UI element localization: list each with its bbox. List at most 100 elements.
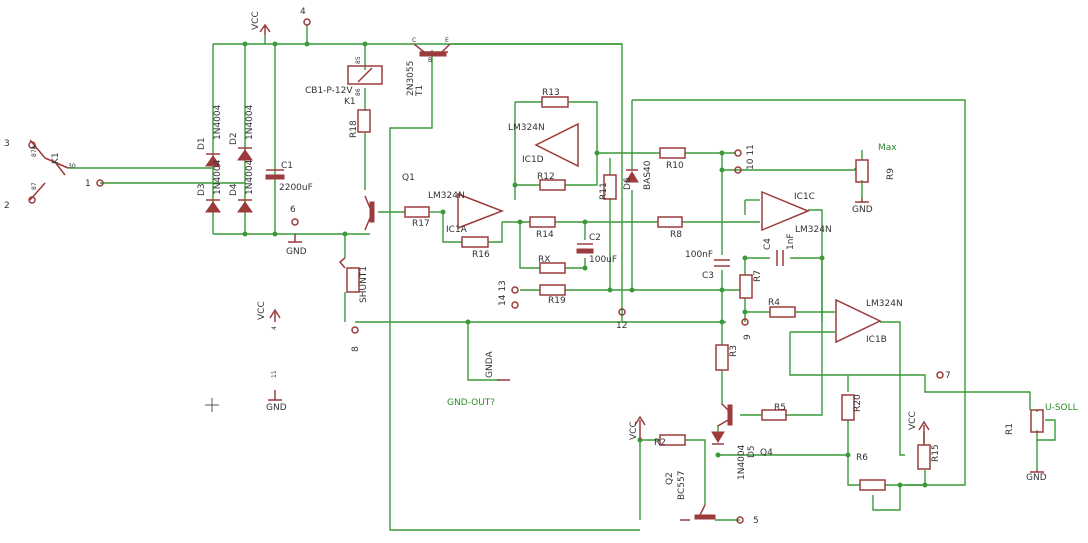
k1-label-b: K1 <box>344 97 356 107</box>
ic1b-part: LM324N <box>866 299 903 309</box>
u-soll-label: U-SOLL <box>1045 403 1078 413</box>
r16-label: R16 <box>472 250 490 260</box>
origin-crosshair <box>205 398 219 412</box>
q2-part: BC557 <box>677 471 687 500</box>
vcc-label-1: VCC <box>251 11 261 30</box>
gnd-out-label: GND-OUT? <box>447 398 495 408</box>
diode-d2 <box>237 147 253 161</box>
node-9: 9 <box>743 334 753 340</box>
r5-label: R5 <box>774 403 786 413</box>
gnd-label-2: GND <box>266 403 287 413</box>
transistor-q2 <box>680 504 716 521</box>
r17-label: R17 <box>412 219 430 229</box>
d3-label: D3 <box>197 183 207 196</box>
rx-label: RX <box>538 255 550 265</box>
r3-label: R3 <box>729 345 739 357</box>
r12-label: R12 <box>537 172 555 182</box>
r14-label: R14 <box>536 230 554 240</box>
r6-label: R6 <box>856 453 868 463</box>
vcc-symbol-1 <box>259 23 271 35</box>
node-8: 8 <box>351 346 361 352</box>
cb1-label: CB1-P-12V <box>305 86 353 96</box>
d2-part: 1N4004 <box>245 104 255 140</box>
pin-87a: 87A <box>31 144 38 157</box>
vcc-label-4: VCC <box>908 411 918 430</box>
opamp-ic1c <box>761 190 810 232</box>
pin-30: 30 <box>68 163 76 170</box>
node-12: 12 <box>616 321 627 331</box>
opamp-ic1a <box>457 192 505 230</box>
ic1b-label: IC1B <box>866 335 887 345</box>
gnd-label-1: GND <box>286 247 307 257</box>
max-label: Max <box>878 143 897 153</box>
vcc-label-3: VCC <box>629 421 639 440</box>
node-5: 5 <box>753 516 759 526</box>
ic1d-label: IC1D <box>522 155 544 165</box>
gnd-symbols <box>268 198 1044 473</box>
pin-4-supply: 4 <box>271 326 278 330</box>
gnd-label-r9: GND <box>852 205 873 215</box>
ic1c-part: LM324N <box>795 225 832 235</box>
r4-label: R4 <box>768 298 780 308</box>
transistor-q4 <box>717 403 733 427</box>
c3-value: 100nF <box>685 250 713 260</box>
diode-d6 <box>625 169 639 183</box>
c1-value: 2200uF <box>279 183 313 193</box>
c4-label: C4 <box>763 238 773 250</box>
ic1a-part: LM324N <box>428 191 465 201</box>
junctions <box>242 41 928 488</box>
ic1a-label: IC1A <box>446 225 468 235</box>
r15-label: R15 <box>931 444 941 462</box>
r20-label: R20 <box>853 394 863 412</box>
k1-label-a: K1 <box>51 152 61 164</box>
gnd-label-r1: GND <box>1026 473 1047 483</box>
r7-label: R7 <box>753 270 763 282</box>
node-6: 6 <box>290 205 296 215</box>
capacitor-c2 <box>576 243 594 254</box>
d6-part: BAS40 <box>643 160 653 190</box>
c3-label: C3 <box>702 271 714 281</box>
r8-label: R8 <box>670 230 682 240</box>
ic1d-part: LM324N <box>508 123 545 133</box>
pin-85: 85 <box>355 56 362 64</box>
capacitor-c4 <box>776 250 784 266</box>
r2-label: R2 <box>654 438 666 448</box>
c4-value: 1nF <box>786 233 796 250</box>
capacitor-c1 <box>265 169 285 180</box>
pin-86: 86 <box>355 88 362 96</box>
d2-label: D2 <box>229 132 239 145</box>
d3-part: 1N4004 <box>213 159 223 195</box>
diode-d5 <box>711 431 725 445</box>
q4-label: Q4 <box>760 448 773 458</box>
d4-label: D4 <box>229 183 239 196</box>
r11-label: R11 <box>599 182 609 200</box>
relay-k1-coil <box>347 65 383 85</box>
vcc-label-2: VCC <box>257 301 267 320</box>
transistor-q1 <box>364 195 375 231</box>
pin-87: 87 <box>31 182 38 190</box>
pin-c: C <box>412 37 416 44</box>
pin-b: B <box>428 57 432 64</box>
r19-label: R19 <box>548 296 566 306</box>
d1-part: 1N4004 <box>213 104 223 140</box>
vcc-symbol-2 <box>269 308 281 322</box>
gnda-label: GNDA <box>485 351 495 378</box>
r18-label: R18 <box>349 120 359 138</box>
c2-label: C2 <box>589 233 601 243</box>
d6-label: D6 <box>623 177 633 190</box>
resistors <box>357 96 1044 491</box>
shunt-resistor <box>338 257 360 293</box>
node-2: 2 <box>4 201 10 211</box>
wires <box>68 25 1056 531</box>
transistor-t1 <box>413 43 451 57</box>
opamp-ic1d <box>534 122 579 168</box>
capacitor-c3 <box>714 259 730 267</box>
pin-11-supply: 11 <box>271 370 278 378</box>
c2-value: 100uF <box>589 255 617 265</box>
diode-d3 <box>205 199 221 213</box>
d4-part: 1N4004 <box>245 159 255 195</box>
node-4: 4 <box>300 7 306 17</box>
pin-e: E <box>445 37 449 44</box>
